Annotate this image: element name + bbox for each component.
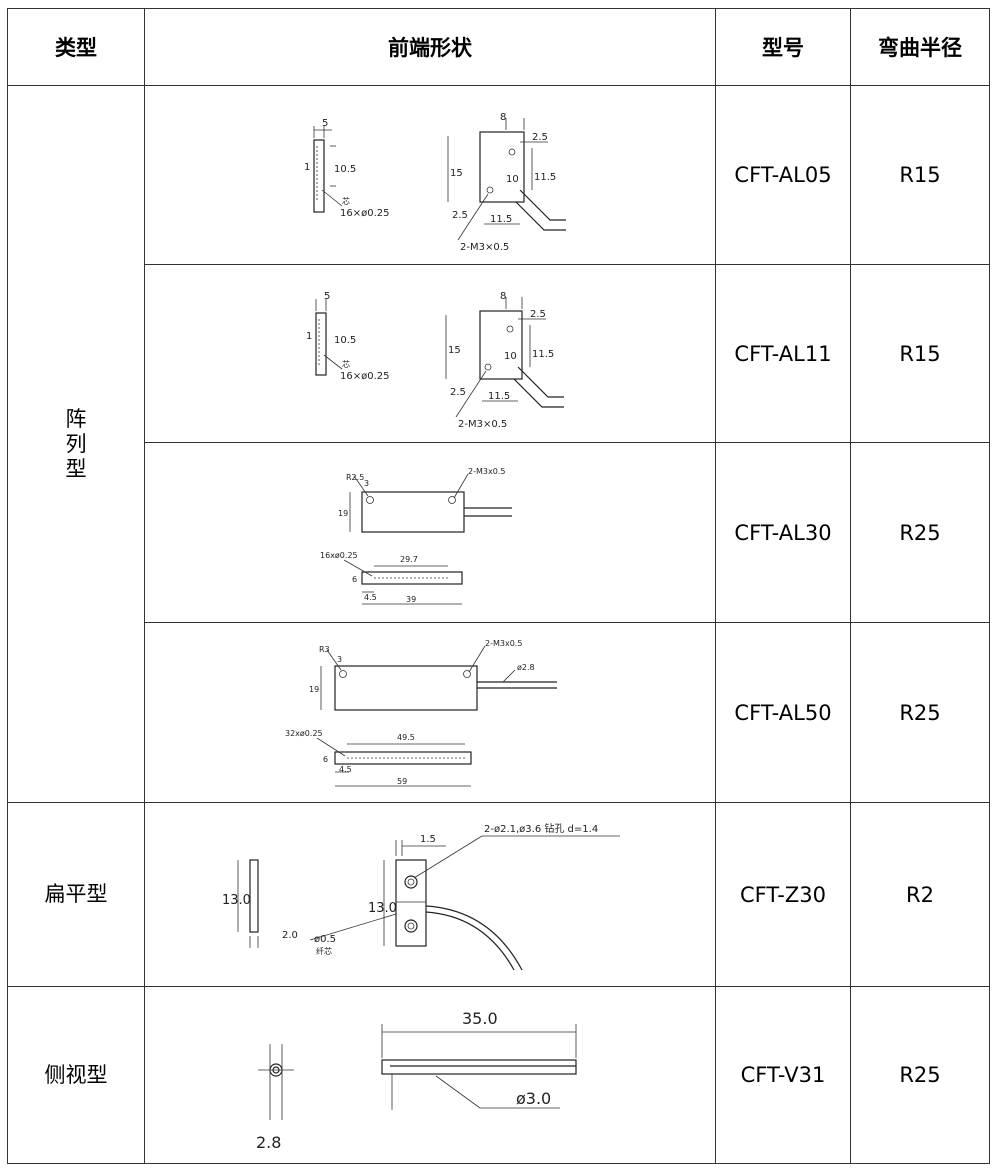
dim-label: 2-ø2.1,ø3.6 钻孔 d=1.4 [484, 822, 598, 835]
dim-label: ø0.5 [314, 934, 336, 945]
dim-label: 11.5 [532, 349, 554, 360]
dim-label: 6 [323, 755, 328, 764]
dim-label: 2.5 [450, 387, 466, 398]
table-row: 侧视型 2.8 35.0 ø3.0 CFT-V31 R25 [7, 986, 990, 1164]
dim-label: 10.5 [334, 335, 356, 346]
model-cell: CFT-AL11 [715, 264, 851, 443]
header-shape: 前端形状 [144, 8, 716, 86]
dim-label: 2-M3×0.5 [460, 242, 509, 253]
table-row: 扁平型 13.0 2.0 ø0.5 纤芯 1.5 2-ø2.1, [7, 802, 990, 987]
dim-label: 16×ø0.25 [340, 208, 390, 219]
header-row: 类型 前端形状 型号 弯曲半径 [7, 8, 990, 86]
dim-label: 5 [322, 118, 328, 129]
dim-label: 11.5 [534, 172, 556, 183]
dim-label: 2.5 [530, 309, 546, 320]
dim-label: 5 [324, 291, 330, 302]
drawing-v31: 2.8 35.0 ø3.0 [256, 1009, 577, 1152]
group-array: 阵 列 型 [7, 85, 145, 803]
radius-cell: R25 [850, 442, 990, 623]
model-cell: CFT-AL30 [715, 442, 851, 623]
table-row: R3 3 2-M3x0.5 19 ø2.8 32xø0.25 49.5 6 4.… [8, 622, 990, 803]
radius-cell: R25 [850, 986, 990, 1164]
dim-label: 2.5 [452, 210, 468, 221]
dim-label: 19 [338, 509, 348, 518]
shape-drawing: R3 3 2-M3x0.5 19 ø2.8 32xø0.25 49.5 6 4.… [144, 622, 716, 803]
dim-label: 10 [506, 174, 519, 185]
dim-label: 2-M3×0.5 [458, 419, 507, 430]
dim-label: 49.5 [397, 733, 415, 742]
dim-label: 11.5 [488, 391, 510, 402]
group-array-label: 阵 列 型 [65, 406, 87, 481]
dim-label: 59 [397, 777, 407, 786]
shape-drawing: 2.8 35.0 ø3.0 [144, 986, 716, 1164]
group-flat: 扁平型 [7, 802, 145, 987]
dim-label: 16×ø0.25 [340, 371, 390, 382]
dim-label: 1 [304, 162, 310, 173]
dim-label: 19 [309, 685, 319, 694]
header-type: 类型 [7, 8, 145, 86]
radius-cell: R15 [850, 264, 990, 443]
dim-label: 纤芯 [316, 946, 332, 956]
dim-label: 8 [500, 291, 506, 302]
dim-label: 29.7 [400, 555, 418, 564]
dim-label: 芯 [342, 359, 350, 369]
dim-label: 16xø0.25 [320, 551, 358, 560]
dim-label: 2.5 [532, 132, 548, 143]
dim-label: R3 [319, 645, 330, 654]
dim-label: 10 [504, 351, 517, 362]
dim-label: 4.5 [339, 765, 352, 774]
drawing-al50: R3 3 2-M3x0.5 19 ø2.8 32xø0.25 49.5 6 4.… [285, 639, 557, 786]
dim-label: 2.8 [256, 1133, 281, 1152]
header-radius: 弯曲半径 [850, 8, 990, 86]
dim-label: 3 [337, 655, 342, 664]
dim-label: 10.5 [334, 164, 356, 175]
drawing-al11: 5 1 10.5 芯 16×ø0.25 8 2.5 15 10 11.5 2.5 [306, 291, 564, 430]
shape-drawing: 5 1 10.5 芯 16×ø0.25 8 2.5 15 10 11.5 2. [144, 85, 716, 265]
dim-label: 1.5 [420, 834, 436, 845]
radius-cell: R25 [850, 622, 990, 803]
shape-drawing: 13.0 2.0 ø0.5 纤芯 1.5 2-ø2.1,ø3.6 钻孔 d=1.… [144, 802, 716, 987]
dim-label: 6 [352, 575, 357, 584]
dim-label: 35.0 [462, 1009, 498, 1028]
table-row: 5 1 10.5 芯 16×ø0.25 8 2.5 15 10 11.5 2.5 [8, 264, 990, 443]
dim-label: ø2.8 [517, 663, 535, 672]
model-cell: CFT-Z30 [715, 802, 851, 987]
dim-label: 2-M3x0.5 [485, 639, 522, 648]
drawing-z30: 13.0 2.0 ø0.5 纤芯 1.5 2-ø2.1,ø3.6 钻孔 d=1.… [222, 822, 620, 970]
dim-label: 8 [500, 112, 506, 123]
shape-drawing: R2.5 3 2-M3x0.5 19 16xø0.25 29.7 6 4.5 3… [144, 442, 716, 623]
radius-cell: R15 [850, 85, 990, 265]
dim-label: 2-M3x0.5 [468, 467, 505, 476]
shape-drawing: 5 1 10.5 芯 16×ø0.25 8 2.5 15 10 11.5 2.5 [144, 264, 716, 443]
dim-label: 13.0 [222, 893, 251, 908]
table-row: R2.5 3 2-M3x0.5 19 16xø0.25 29.7 6 4.5 3… [8, 442, 990, 623]
group-side: 侧视型 [7, 986, 145, 1164]
drawing-al05: 5 1 10.5 芯 16×ø0.25 8 2.5 15 10 11.5 2. [304, 112, 566, 253]
dim-label: 4.5 [364, 593, 377, 602]
dim-label: 2.0 [282, 930, 298, 941]
spec-table: 类型 前端形状 型号 弯曲半径 阵 列 型 5 1 10.5 芯 16×ø0.2… [7, 8, 990, 1164]
model-cell: CFT-AL50 [715, 622, 851, 803]
dim-label: 1 [306, 331, 312, 342]
model-cell: CFT-AL05 [715, 85, 851, 265]
dim-label: 32xø0.25 [285, 729, 323, 738]
dim-label: R2.5 [346, 473, 364, 482]
dim-label: ø3.0 [516, 1089, 551, 1108]
drawing-al30: R2.5 3 2-M3x0.5 19 16xø0.25 29.7 6 4.5 3… [320, 467, 512, 604]
dim-label: 15 [450, 168, 463, 179]
header-model: 型号 [715, 8, 851, 86]
model-cell: CFT-V31 [715, 986, 851, 1164]
dim-label: 39 [406, 595, 416, 604]
dim-label: 芯 [342, 196, 350, 206]
radius-cell: R2 [850, 802, 990, 987]
dim-label: 11.5 [490, 214, 512, 225]
dim-label: 15 [448, 345, 461, 356]
dim-label: 13.0 [368, 901, 397, 916]
table-row: 阵 列 型 5 1 10.5 芯 16×ø0.25 8 [7, 85, 990, 803]
dim-label: 3 [364, 479, 369, 488]
